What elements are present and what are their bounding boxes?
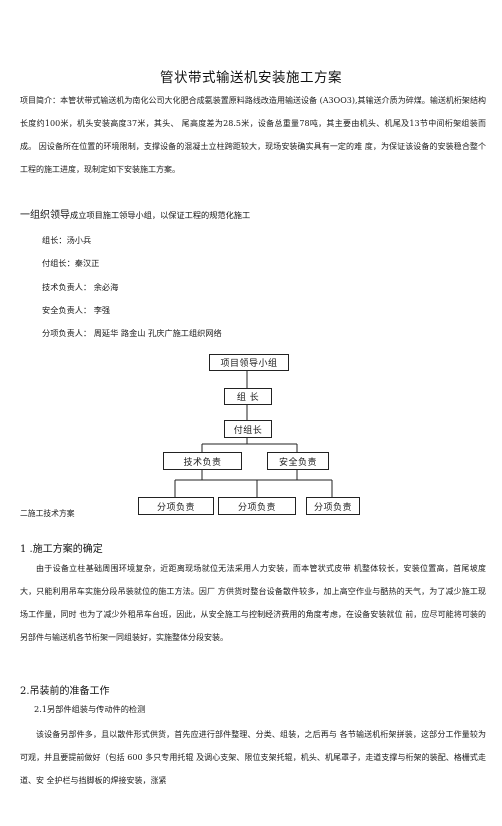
section1-heading: 一组织领导成立项目施工领导小组，以保证工程的规范化施工: [20, 206, 250, 221]
org-box-safety: 安全负责: [267, 452, 329, 470]
org-box-leader: 组 长: [224, 388, 272, 405]
section2-label: 二施工技术方案: [20, 509, 75, 518]
section1-heading-rest: 成立项目施工领导小组，以保证工程的规范化施工: [70, 210, 251, 220]
section2-1-paragraph: 由于设备立柱基础周围环境复杂，近距离现场就位无法采用人力安装，而本管状式皮带 机…: [20, 564, 486, 642]
document-title: 管状带式输送机安装施工方案: [160, 70, 342, 86]
org-box-root: 项目领导小组: [209, 354, 289, 371]
safety-lead-line: 安全负责人： 李强: [42, 305, 111, 315]
section2-1-heading: 1 .施工方案的确定: [20, 544, 103, 555]
deputy-line: 付组长：秦汉正: [42, 258, 100, 268]
section2-2-heading: 2.吊装前的准备工作: [20, 686, 110, 697]
leader-line: 组长：汤小兵: [42, 235, 92, 245]
tech-lead-line: 技术负责人： 余必海: [42, 282, 119, 292]
section1-heading-large: 一组织领导: [20, 210, 70, 221]
org-box-sub-2: 分项负责: [218, 497, 296, 515]
sub-lead-line: 分项负责人： 周延华 路金山 孔庆广施工组织网络: [42, 328, 222, 338]
section2-2-paragraph: 该设备另部件多，且以散件形式供货，首先应进行部件整理、分类、组装，之后再与 各节…: [20, 730, 486, 785]
org-box-sub-3: 分项负责: [306, 497, 360, 515]
intro-paragraph: 项目简介：本管状带式输送机为南化公司大化肥合成氨装置原料路线改造用输送设备 (A…: [20, 96, 486, 174]
section2-2-1-heading: 2.1另部件组装与传动件的检测: [34, 704, 146, 714]
org-box-tech: 技术负责: [163, 452, 242, 470]
org-box-deputy: 付组长: [224, 420, 272, 438]
org-box-sub-1: 分项负责: [138, 497, 214, 515]
